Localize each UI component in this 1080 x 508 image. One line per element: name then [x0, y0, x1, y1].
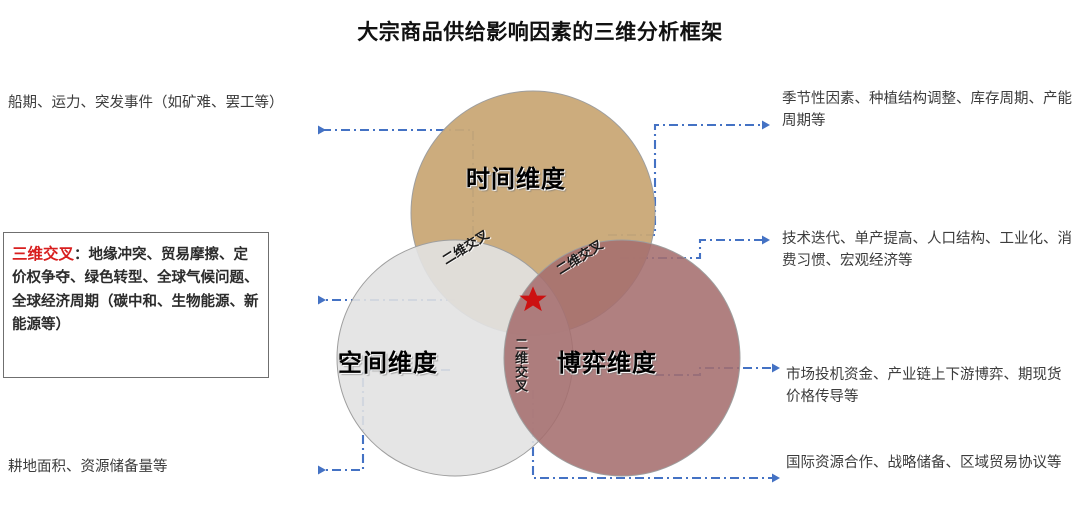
three-way-intersection-note-body: ：地缘冲突、贸易摩擦、定价权争夺、绿色转型、全球气候问题、全球经济周期（碳中和、…: [12, 247, 259, 334]
annotation-time-left: 船期、运力、突发事件（如矿难、罢工等）: [8, 95, 284, 111]
page-title: 大宗商品供给影响因素的三维分析框架: [357, 21, 723, 44]
annotation-game-right-bottom: 国际资源合作、战略储备、区域贸易协议等: [786, 455, 1062, 471]
venn-circles: [336, 90, 741, 477]
circle-label-space: 空间维度: [338, 350, 438, 377]
three-way-intersection-note: 三维交叉：地缘冲突、贸易摩擦、定价权争夺、绿色转型、全球气候问题、全球经济周期（…: [3, 232, 269, 378]
annotation-space-left-bottom: 耕地面积、资源储备量等: [8, 459, 168, 475]
circle-label-time: 时间维度: [466, 166, 566, 193]
three-way-intersection-star: [519, 286, 547, 312]
circle-game[interactable]: [503, 239, 741, 477]
annotation-time-right: 季节性因素、种植结构调整、库存周期、产能周期等: [782, 91, 1072, 130]
three-way-intersection-note-accent: 三维交叉: [12, 246, 75, 263]
annotation-space-right-tech: 技术迭代、单产提高、人口结构、工业化、消费习惯、宏观经济等: [782, 231, 1072, 270]
circle-label-game: 博弈维度: [557, 350, 657, 377]
intersection-label-space-game: 二维交叉: [513, 337, 528, 393]
connector-game-right-bottom: [531, 390, 780, 483]
annotation-game-right: 市场投机资金、产业链上下游博弈、期现货价格传导等: [786, 367, 1062, 406]
